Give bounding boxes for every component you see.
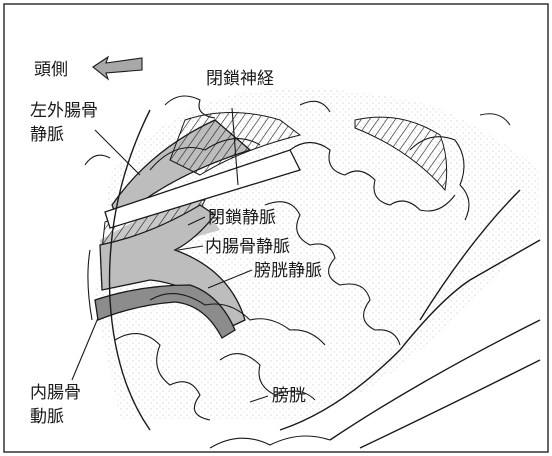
tissue-contour-3 — [264, 201, 401, 346]
bottom-wavy-line — [209, 435, 331, 449]
obturator-nerve — [104, 149, 301, 229]
leader-internal-iliac-vein — [177, 245, 204, 251]
tissue-contour-1 — [149, 138, 261, 171]
right-wall-line-3 — [359, 359, 541, 449]
tissue-contour-2 — [289, 141, 456, 212]
leader-internal-iliac-artery — [71, 317, 99, 381]
right-wall-line-2 — [329, 319, 541, 441]
right-wall-line-1 — [419, 189, 521, 321]
bladder-outline — [279, 239, 541, 431]
label-vesical-vein: 膀胱静脈 — [254, 261, 322, 281]
tissue-contour-5 — [114, 333, 211, 421]
leader-left-external-iliac-vein — [94, 129, 141, 176]
pelvic-wall-left-inner — [87, 249, 93, 321]
label-bladder: 膀胱 — [272, 386, 306, 406]
leader-bladder — [249, 395, 269, 403]
leader-obturator-vein — [187, 216, 206, 226]
tissue-contour-7 — [409, 136, 470, 221]
label-head-side: 頭側 — [34, 60, 68, 80]
label-internal-iliac-vein: 内腸骨静脈 — [205, 237, 290, 257]
pelvic-wall-left — [108, 109, 151, 431]
leader-vesical-vein — [207, 269, 253, 289]
label-left-external-iliac-vein-line1: 左外腸骨 — [30, 101, 98, 121]
internal-iliac-artery — [94, 284, 236, 339]
label-internal-iliac-artery-line2: 動脈 — [30, 407, 64, 427]
label-obturator-vein: 閉鎖静脈 — [208, 208, 276, 228]
tissue-contour-4 — [149, 293, 326, 346]
tissue-contour-8 — [84, 154, 111, 166]
label-obturator-nerve: 閉鎖神経 — [206, 69, 274, 89]
leader-obturator-nerve — [231, 107, 239, 186]
hatched-tissue-right — [354, 116, 448, 192]
tissue-contour-9 — [164, 95, 216, 119]
tissue-contour-11 — [299, 100, 331, 113]
figure-frame — [3, 3, 549, 453]
tissue-contour-10 — [479, 113, 511, 126]
label-left-external-iliac-vein-line2: 静脈 — [30, 125, 64, 145]
tissue-contour-6 — [219, 353, 316, 401]
label-internal-iliac-artery-line1: 内腸骨 — [30, 383, 81, 403]
left-arrow-icon — [92, 55, 143, 81]
